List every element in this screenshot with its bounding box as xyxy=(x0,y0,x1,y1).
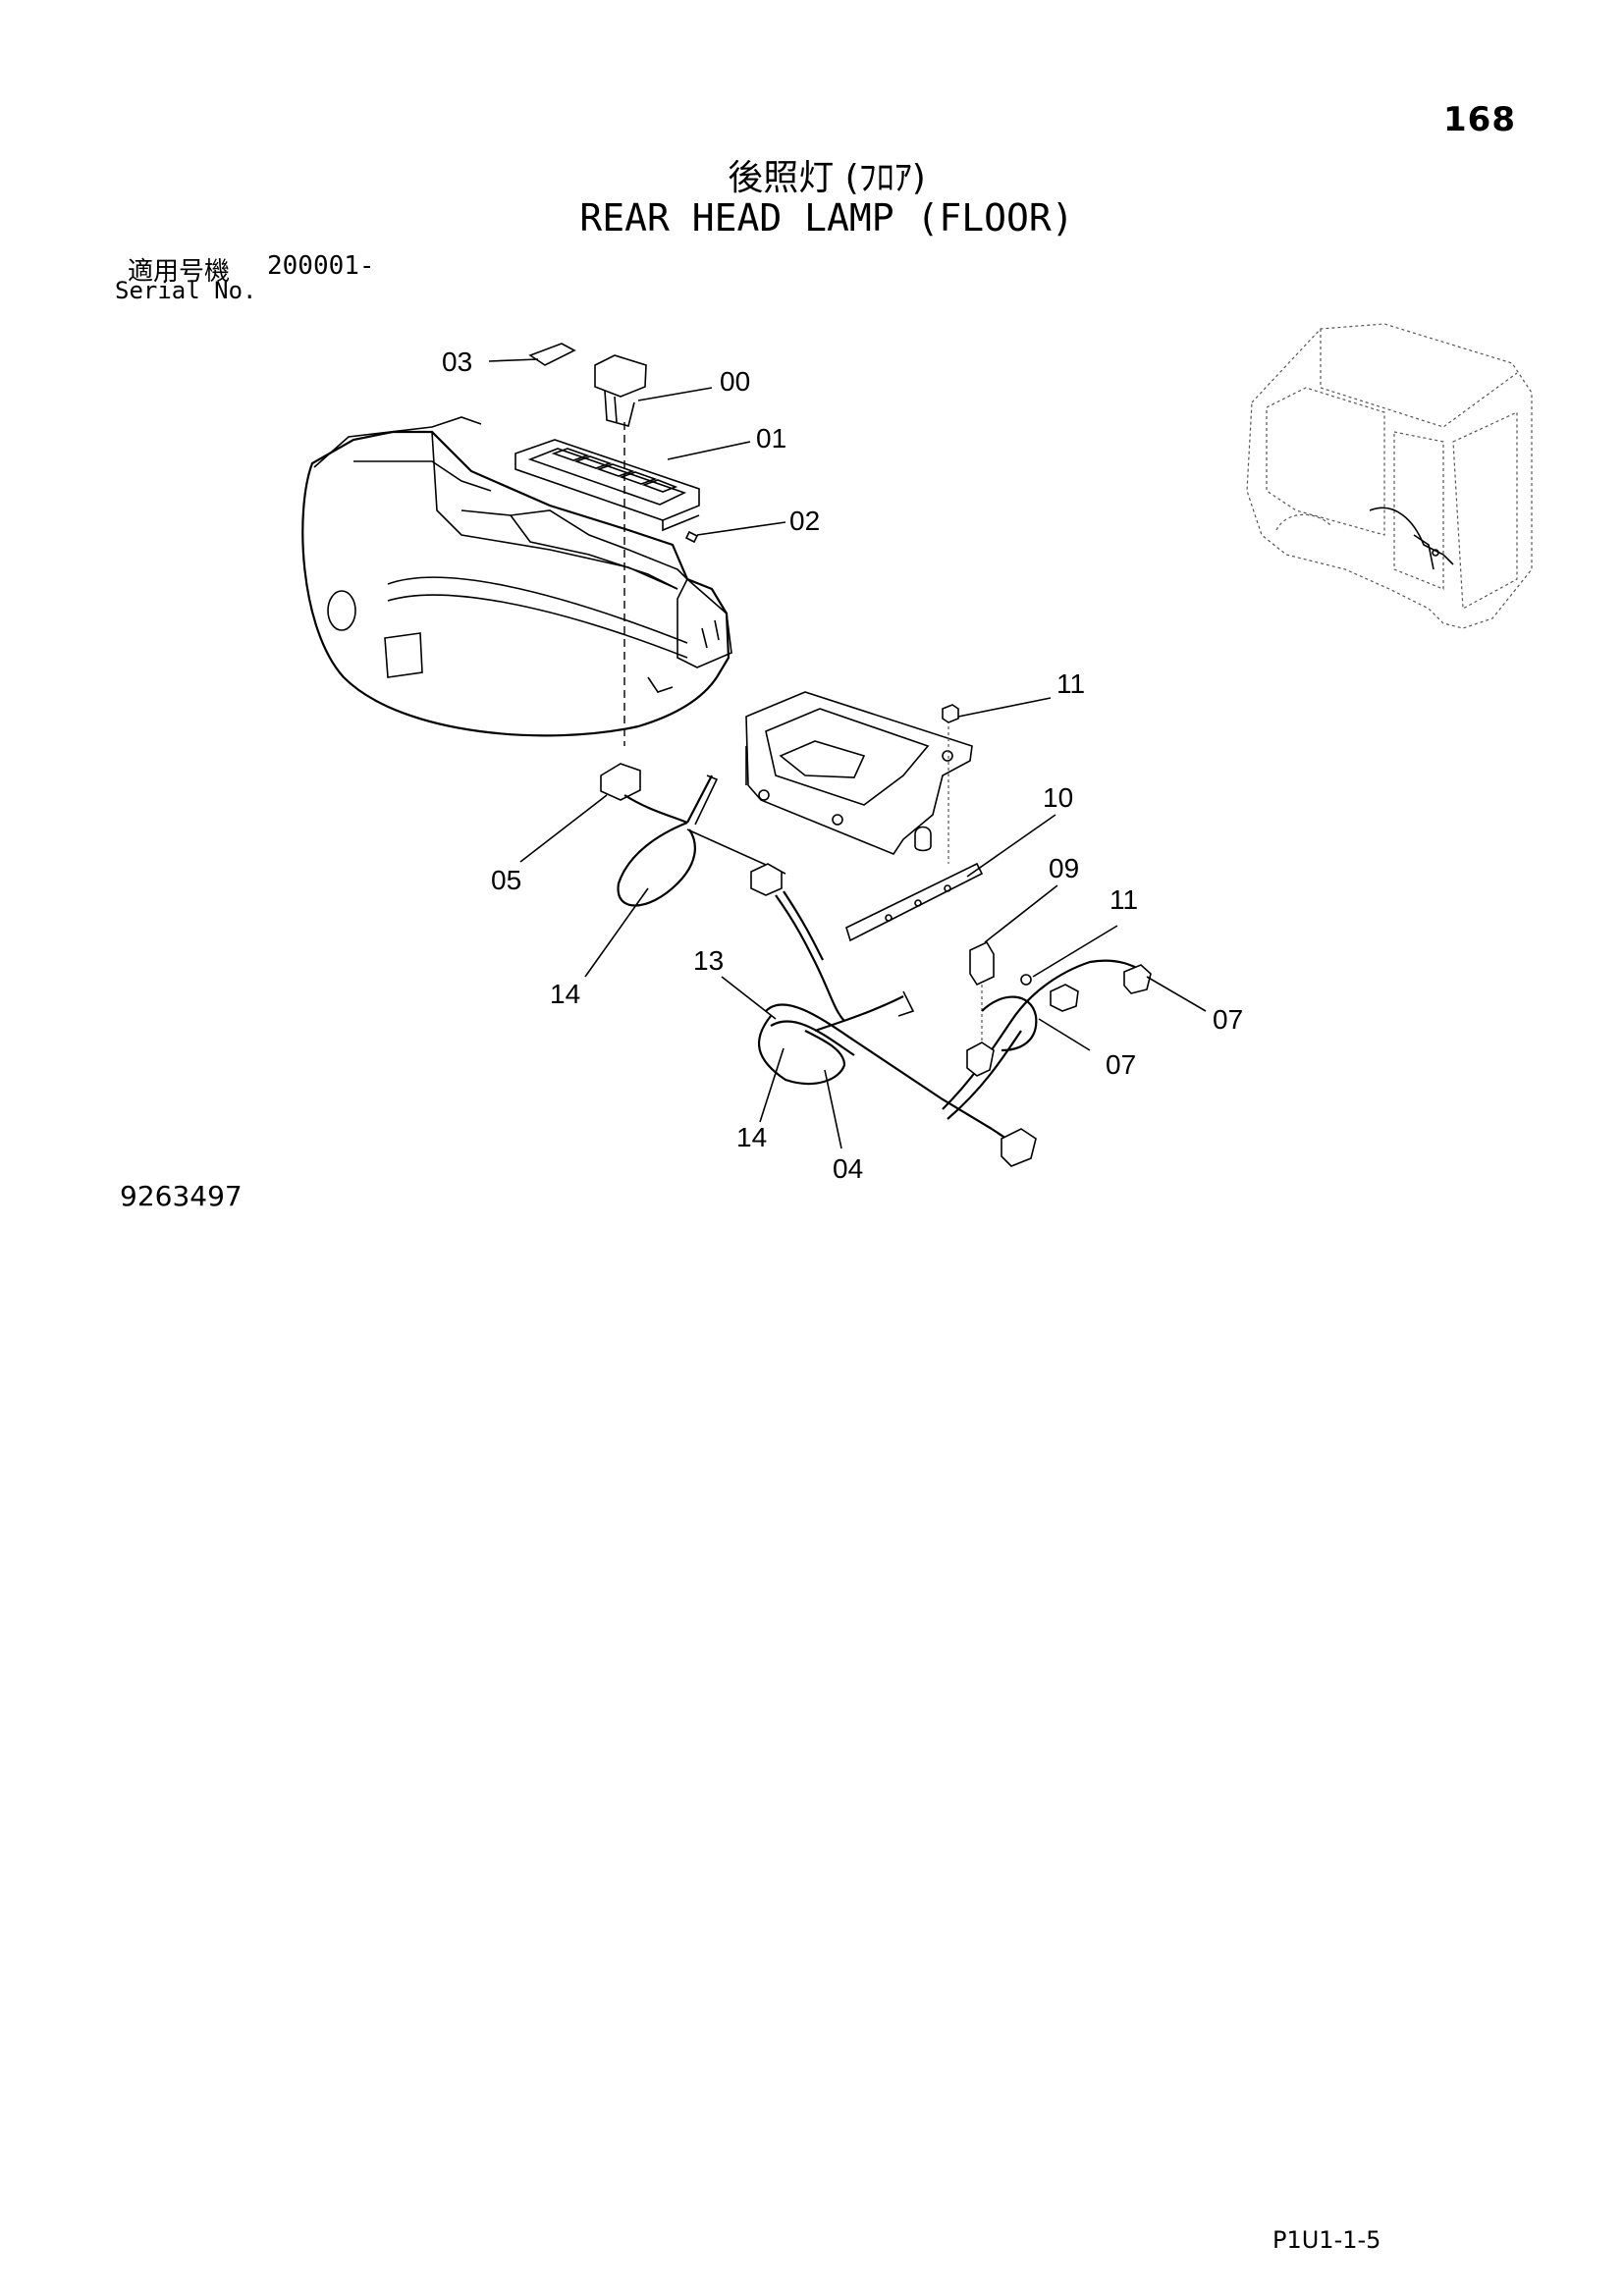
switch-00-drawing xyxy=(594,354,647,427)
callout-07-right: 07 xyxy=(1213,1004,1243,1035)
callout-04: 04 xyxy=(833,1153,863,1184)
title-japanese: 後照灯 (ﾌﾛｱ) xyxy=(728,158,926,198)
harness-04-drawing xyxy=(750,863,1152,1167)
callout-07-lower: 07 xyxy=(1106,1049,1136,1080)
callout-14-left: 14 xyxy=(550,979,580,1009)
screw-02-drawing xyxy=(684,530,699,544)
harness-05-drawing xyxy=(600,763,786,907)
title-english: REAR HEAD LAMP (FLOOR) xyxy=(579,196,1074,240)
callout-11-right: 11 xyxy=(1110,884,1138,915)
callout-03: 03 xyxy=(442,347,472,377)
page-number: 168 xyxy=(1443,100,1516,139)
bar-10-drawing xyxy=(845,862,984,942)
relay-09-drawing xyxy=(969,940,995,987)
bracket-drawing xyxy=(745,691,973,855)
switch-panel-drawing xyxy=(514,439,700,532)
callout-11-top: 11 xyxy=(1056,668,1085,699)
console-drawing xyxy=(301,416,732,737)
cab-inset-drawing xyxy=(1246,323,1533,629)
drawing-number: 9263497 xyxy=(120,1180,243,1212)
serial-number: 200001- xyxy=(267,251,375,281)
callout-13: 13 xyxy=(693,945,724,976)
callout-05: 05 xyxy=(491,865,521,895)
callout-14-bottom: 14 xyxy=(736,1122,767,1152)
callout-02: 02 xyxy=(789,506,820,536)
callout-01: 01 xyxy=(756,423,786,454)
cap-03-drawing xyxy=(528,343,576,366)
callout-09: 09 xyxy=(1049,853,1079,883)
leader-lines xyxy=(488,358,1207,1149)
callout-00: 00 xyxy=(720,366,750,397)
serial-label-japanese: 適用号機 xyxy=(128,257,231,287)
serial-label-english: Serial No. xyxy=(115,277,257,304)
page-code: P1U1-1-5 xyxy=(1272,2226,1381,2254)
callout-10: 10 xyxy=(1043,782,1073,813)
